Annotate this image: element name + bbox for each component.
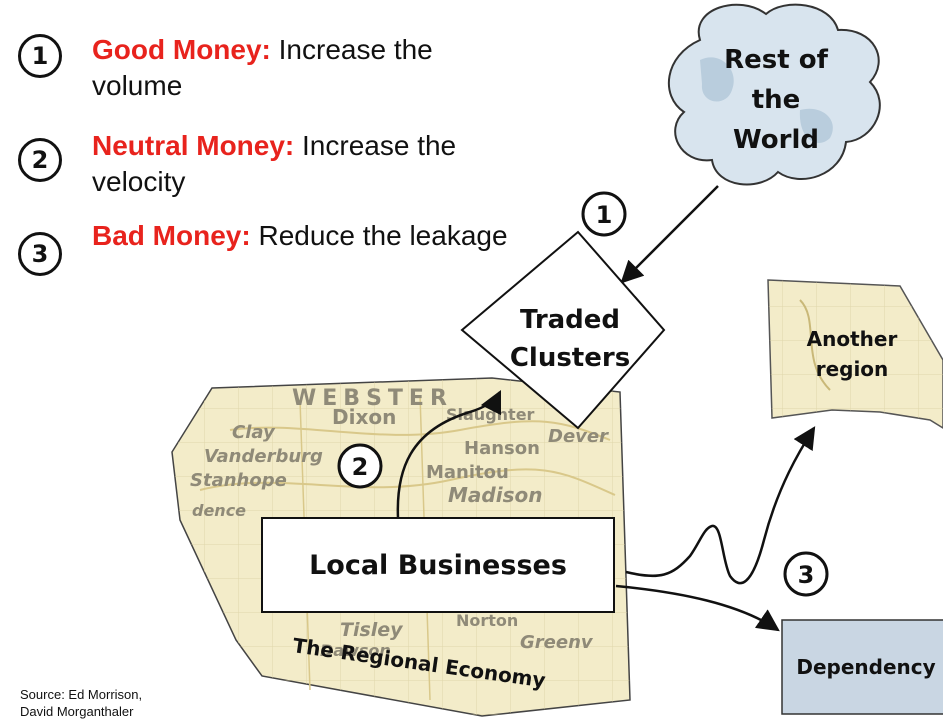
number-badge: 3: [18, 232, 62, 276]
legend-description: Increase the volume: [92, 34, 433, 101]
map-label: Hanson: [464, 438, 540, 459]
legend-text: Bad Money: Reduce the leakage: [92, 218, 512, 254]
cloud-label-line: World: [733, 125, 819, 155]
map-label: dence: [192, 501, 246, 520]
dependency-node: Dependency: [781, 619, 943, 715]
node-label-line: Another: [807, 327, 898, 351]
legend-text: Good Money: Increase the volume: [92, 32, 512, 104]
map-label: Tisley: [340, 619, 404, 641]
arrow-local-to-clusters: [396, 389, 502, 519]
local-businesses-node: Local Businesses: [261, 517, 615, 613]
traded-clusters-node: Traded Clusters: [460, 230, 666, 430]
rest-of-world-cloud: Rest of the World: [668, 3, 881, 186]
map-label: Madison: [448, 483, 542, 507]
another-region-node: Another region: [767, 279, 943, 429]
flow-badge-1: 1: [581, 191, 627, 237]
map-place-names: WEBSTER Dixon Clay Vanderburg Stanhope H…: [190, 386, 609, 660]
flow-badge-2: 2: [337, 443, 383, 489]
legend-description: Reduce the leakage: [250, 220, 508, 251]
node-label-line: region: [816, 357, 889, 381]
map-label: Vanderburg: [204, 446, 323, 467]
node-label: Local Businesses: [309, 550, 567, 581]
node-label: Dependency: [796, 655, 935, 679]
badge-number: 3: [798, 561, 815, 589]
source-line: Source: Ed Morrison,: [20, 687, 143, 702]
badge-number: 2: [352, 453, 369, 481]
source-credit: Source: Ed Morrison, David Morganthaler: [20, 686, 142, 720]
map-label: Norton: [456, 611, 518, 630]
flow-badge-3: 3: [783, 551, 829, 597]
map-label: Greenv: [520, 632, 594, 653]
map-label: Dixon: [332, 405, 396, 429]
arrow-local-to-another-region: [625, 426, 816, 585]
map-label: Clay: [232, 422, 276, 443]
cloud-label-line: the: [752, 85, 801, 115]
legend-title: Bad Money:: [92, 220, 251, 251]
legend-text: Neutral Money: Increase the velocity: [92, 128, 512, 200]
arrow-world-to-clusters: [620, 185, 719, 284]
legend-description: Increase the velocity: [92, 130, 457, 197]
badge-number: 1: [596, 201, 613, 229]
map-label: Manitou: [426, 462, 509, 483]
number-badge: 1: [18, 34, 62, 78]
node-label-line: Clusters: [510, 343, 630, 373]
legend-title: Neutral Money:: [92, 130, 295, 161]
map-label: Dawson: [320, 641, 391, 660]
number-badge: 2: [18, 138, 62, 182]
map-label: Stanhope: [190, 470, 287, 491]
legend-title: Good Money:: [92, 34, 271, 65]
map-label: Dever: [548, 426, 609, 447]
cloud-label-line: Rest of: [724, 45, 828, 75]
node-label-line: Traded: [520, 305, 620, 335]
arrow-local-to-dependency: [615, 584, 780, 632]
source-line: David Morganthaler: [20, 704, 134, 719]
map-label: WEBSTER: [292, 386, 453, 411]
